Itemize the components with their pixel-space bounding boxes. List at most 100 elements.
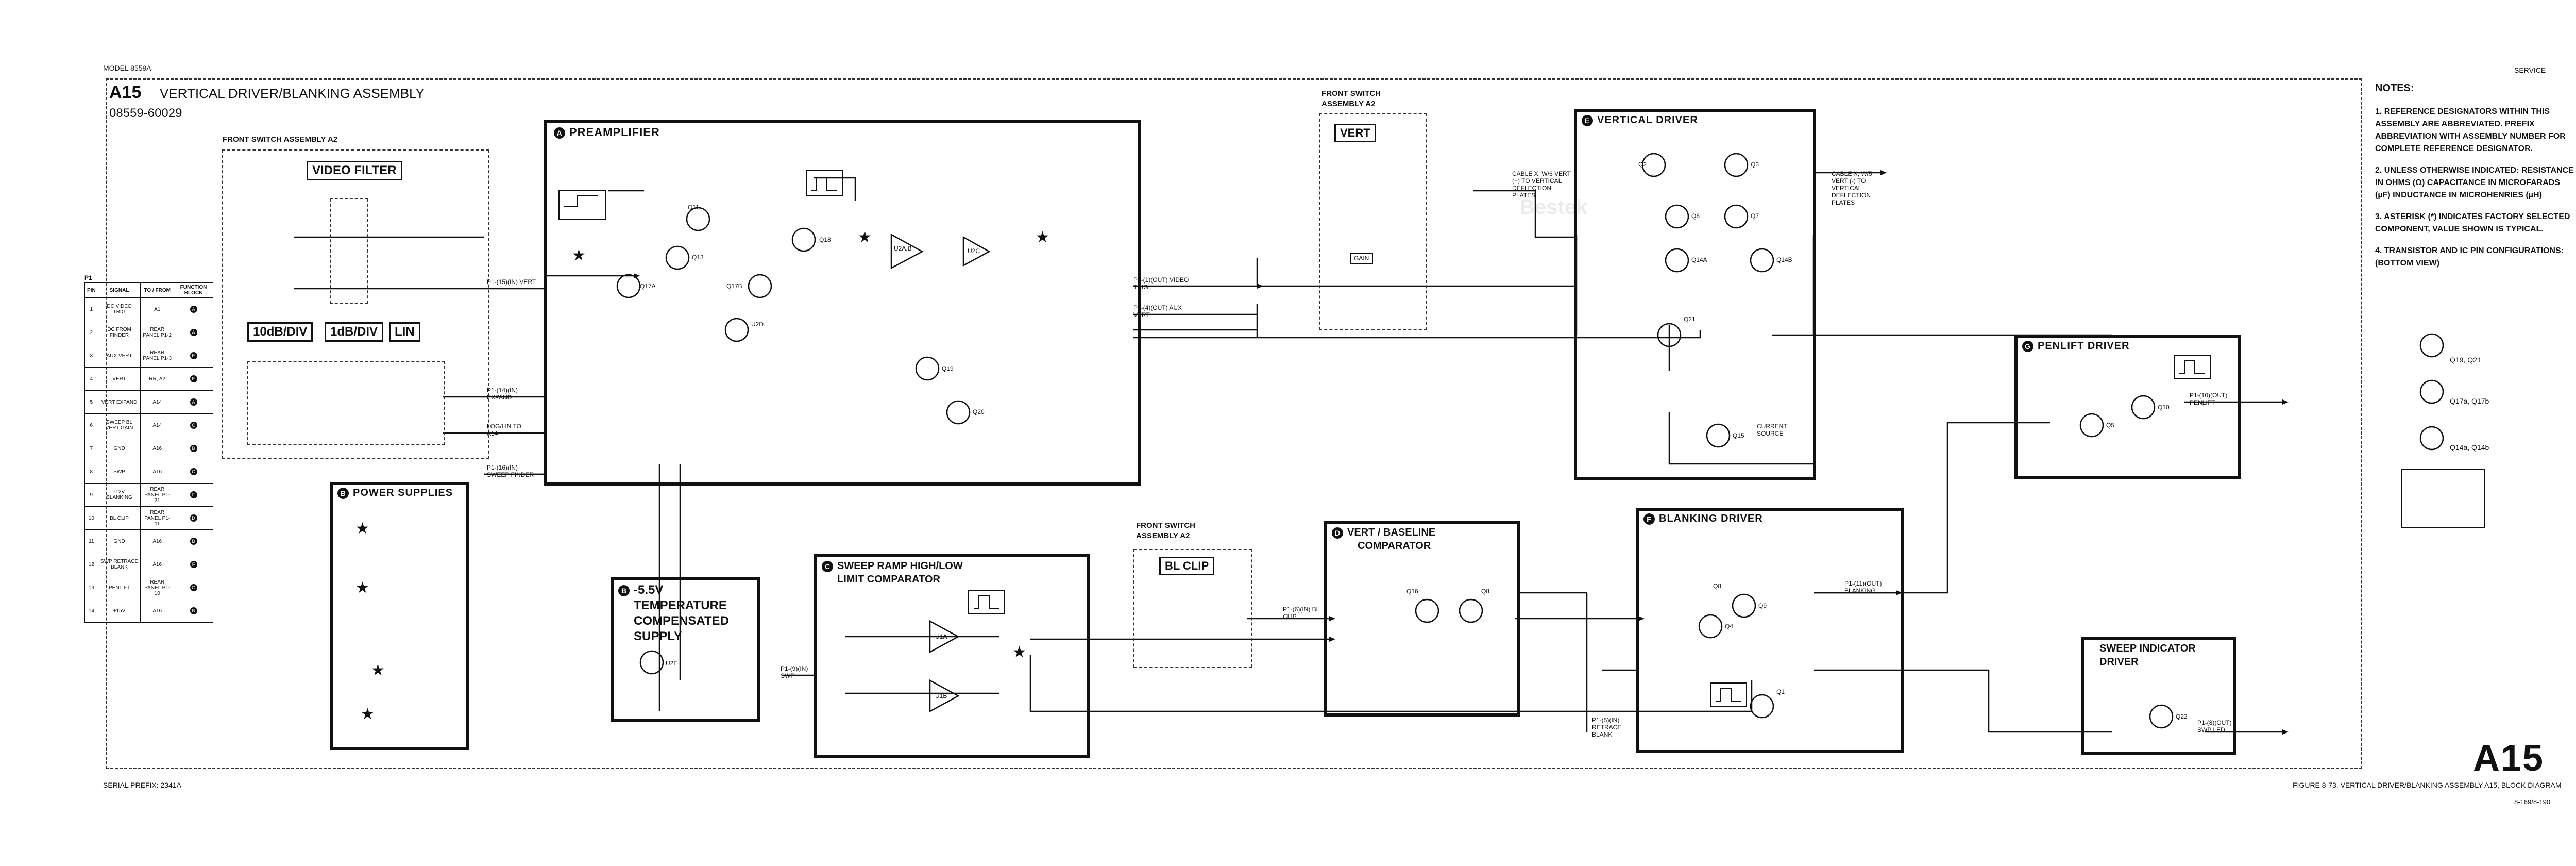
u2e-label: U2E <box>666 660 678 667</box>
q8-label: Q8 <box>1713 582 1722 590</box>
pin-cell: 14 <box>84 599 98 623</box>
front-switch-a2-vert-title: FRONT SWITCH ASSEMBLY A2 <box>1321 89 1381 109</box>
sweep-ramp-num: C <box>822 560 833 572</box>
pin-cell: 3 <box>84 344 98 368</box>
assembly-title: VERTICAL DRIVER/BLANKING ASSEMBLY <box>160 86 425 101</box>
pin-cell: 11 <box>84 529 98 553</box>
col-pin: PIN <box>84 282 98 298</box>
to-from-cell: RR, A2 <box>140 367 175 391</box>
to-from-cell: REAR PANEL P1-11 <box>140 506 175 530</box>
pin-config-q19-q21: Q19, Q21 <box>2450 356 2481 364</box>
bl-clip-box: BL CLIP <box>1159 557 1215 575</box>
function-block-cell: A <box>174 321 213 344</box>
signal-vert-in: P1-(15)(IN) VERT <box>487 278 536 286</box>
function-block-badge: B <box>190 445 197 452</box>
function-block-badge: F <box>190 491 197 498</box>
video-filter-box: VIDEO FILTER <box>307 161 402 180</box>
pin-cell: 5 <box>84 390 98 414</box>
q10-label: Q10 <box>2158 404 2170 411</box>
temp-supply-l2: TEMPERATURE <box>634 598 727 612</box>
to-from-cell: REAR PANEL P1-2 <box>140 321 175 344</box>
temp-supply-l1: -5.5V <box>634 583 664 597</box>
u2d-label: U2D <box>751 321 764 328</box>
vert-box: VERT <box>1334 124 1376 142</box>
scale-lin-box: LIN <box>389 322 420 342</box>
signal-sweep-lamp: P1-(8)(OUT) SWP LED <box>2197 719 2232 734</box>
signal-sweep-in: P1-(9)(IN) SWP <box>781 665 808 679</box>
function-block-cell: A <box>174 390 213 414</box>
q20-label: Q20 <box>973 408 985 415</box>
note-1: 1. REFERENCE DESIGNATORS WITHIN THIS ASS… <box>2375 107 2566 153</box>
preamplifier-block <box>544 120 1141 486</box>
svg-text:★: ★ <box>1036 228 1049 246</box>
signal-blanking-out: P1-(11)(OUT) BLANKING <box>1844 580 1882 594</box>
q16-label: Q16 <box>1406 588 1418 595</box>
signal-cable-left: CABLE X, W/6 VERT (+) TO VERTICAL DEFLEC… <box>1512 170 1571 199</box>
pin-cell: 1 <box>84 297 98 321</box>
vert-baseline-l1: VERT / BASELINE <box>1347 527 1436 538</box>
section-label: SERVICE <box>2514 66 2546 74</box>
penlift-driver-title-text: PENLIFT DRIVER <box>2038 340 2130 352</box>
scale-10db-box: 10dB/DIV <box>247 322 313 342</box>
current-source-label: CURRENT SOURCE <box>1757 423 1787 437</box>
q11-label: Q11 <box>688 204 699 211</box>
vertical-driver-num: E <box>1582 114 1593 126</box>
sweep-indicator-title: SWEEP INDICATOR DRIVER <box>2099 642 2196 669</box>
pin-cell: 10 <box>84 506 98 530</box>
ic-pin-config-diagram <box>2401 469 2485 528</box>
q22-label: Q22 <box>2176 713 2188 720</box>
q17a-label: Q17A <box>640 282 656 290</box>
blanking-driver-title-text: BLANKING DRIVER <box>1659 513 1763 524</box>
pin-cell: 4 <box>84 367 98 391</box>
sweep-indicator-block <box>2081 637 2236 755</box>
pin-cell: 6 <box>84 413 98 437</box>
svg-text:★: ★ <box>361 705 375 723</box>
power-supplies-block <box>330 482 469 750</box>
assembly-id: A15 <box>109 82 142 102</box>
signal-log-lin: LOG/LIN TO A14 <box>487 423 521 437</box>
model-label: MODEL 8559A <box>103 64 151 72</box>
to-from-cell: A16 <box>140 599 175 623</box>
svg-text:★: ★ <box>572 246 586 264</box>
q17b-label: Q17B <box>726 282 742 290</box>
signal-cell: -12V BLANKING <box>97 483 141 507</box>
svg-text:★: ★ <box>355 520 369 538</box>
svg-text:★: ★ <box>1012 643 1026 661</box>
q18-label: Q18 <box>819 236 831 243</box>
function-block-cell: D <box>174 506 213 530</box>
signal-sweep-finder: P1-(16)(IN) SWEEP FINDER <box>487 464 534 478</box>
scale-1db-box: 1dB/DIV <box>325 322 384 342</box>
signal-aux-vert: P1-(4)(OUT) AUX VERT <box>1133 304 1182 319</box>
front-switch-a2-bl <box>1133 549 1252 668</box>
function-block-cell: E <box>174 344 213 368</box>
blanking-driver-block <box>1636 508 1904 753</box>
function-block-cell: F <box>174 483 213 507</box>
front-switch-bl-l2: ASSEMBLY A2 <box>1136 531 1190 540</box>
front-switch-a2-bl-title: FRONT SWITCH ASSEMBLY A2 <box>1136 521 1195 541</box>
function-block-badge: B <box>190 607 197 614</box>
col-to-from: TO / FROM <box>140 282 175 298</box>
q1-label: Q1 <box>1776 688 1785 695</box>
q7-label: Q7 <box>1751 212 1759 220</box>
gain-box: GAIN <box>1350 253 1374 264</box>
pin-cell: 9 <box>84 483 98 507</box>
to-from-cell: A1 <box>140 297 175 321</box>
u2c-label: U2C <box>968 247 980 255</box>
sweep-ramp-l1: SWEEP RAMP HIGH/LOW <box>837 560 963 572</box>
front-switch-vert-l1: FRONT SWITCH <box>1321 89 1381 98</box>
svg-text:★: ★ <box>371 661 385 679</box>
notes-panel: NOTES: 1. REFERENCE DESIGNATORS WITHIN T… <box>2375 82 2576 279</box>
function-block-cell: F <box>174 553 213 576</box>
watermark: Bestek <box>1520 196 1588 219</box>
